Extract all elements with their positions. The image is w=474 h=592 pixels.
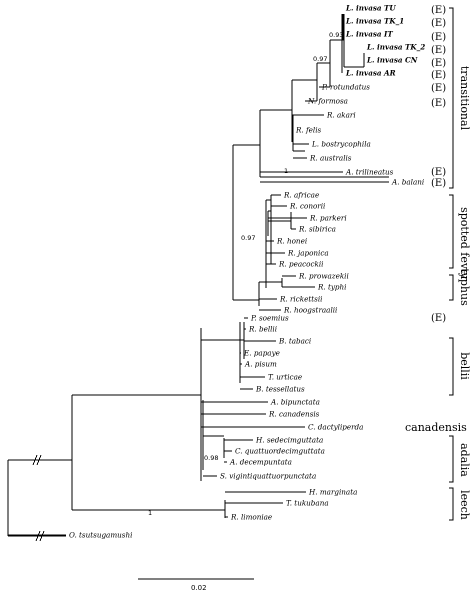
annotations: 0.930.9710.970.981(E)(E)(E)(E)(E)(E)(E)(… <box>148 5 471 592</box>
taxon-label: N. formosa <box>307 97 348 106</box>
taxon-label: A. balani <box>391 178 424 187</box>
group-label: typhus <box>458 268 471 306</box>
taxon-label: C. quattuordecimguttata <box>235 447 325 456</box>
endosymbiont-marker: (E) <box>431 178 446 189</box>
taxon-label: T. tukubana <box>286 499 329 508</box>
group-bracket <box>449 337 454 396</box>
tree-branches <box>7 14 389 580</box>
group-label: adalia <box>458 443 471 477</box>
endosymbiont-marker: (E) <box>431 70 446 81</box>
taxon-label: A. pisum <box>244 360 277 369</box>
taxon-labels: L. invasa TU L. invasa TK_1 L. invasa IT L.… <box>69 4 425 540</box>
group-bracket <box>449 7 454 189</box>
endosymbiont-marker: (E) <box>431 83 446 94</box>
scale-bar-label: 0.02 <box>191 584 207 592</box>
endosymbiont-marker: (E) <box>431 313 446 324</box>
taxon-label: R. honei <box>276 237 307 246</box>
axis-break-mark <box>35 530 41 542</box>
taxon-label: R. typhi <box>317 283 346 292</box>
group-label: bellii <box>458 352 471 380</box>
taxon-label: P. soemius <box>250 314 289 323</box>
taxon-label: L. bostrycophila <box>311 140 371 149</box>
taxon-label: L. invasa TK_2 <box>366 43 425 52</box>
axis-break-mark <box>39 530 45 542</box>
taxon-label: E. papaye <box>243 349 280 358</box>
endosymbiont-marker: (E) <box>431 45 446 56</box>
taxon-label: R. felis <box>295 126 321 135</box>
taxon-label: L. invasa CN <box>366 56 418 65</box>
taxon-label: S. vigintiquattuorpunctata <box>220 472 316 481</box>
support-value: 1 <box>284 167 288 175</box>
taxon-label: A. bipunctata <box>270 398 320 407</box>
taxon-label: R. australis <box>309 154 352 163</box>
taxon-label: L. invasa IT <box>345 30 393 39</box>
group-label: leech <box>458 490 471 520</box>
endosymbiont-marker: (E) <box>431 98 446 109</box>
taxon-label: R. sibirica <box>298 225 336 234</box>
taxon-label: R. hoogstraalii <box>283 306 337 315</box>
taxon-label: T. urticae <box>268 373 302 382</box>
taxon-label: H. sedecimguttata <box>255 436 323 445</box>
endosymbiont-marker: (E) <box>431 58 446 69</box>
taxon-label: R. canadensis <box>268 410 320 419</box>
taxon-label: C. dactyliperda <box>308 423 363 432</box>
support-value: 0.97 <box>241 234 255 242</box>
taxon-label: R. conorii <box>289 202 325 211</box>
endosymbiont-marker: (E) <box>431 5 446 16</box>
group-bracket <box>449 274 454 301</box>
taxon-label: B. tessellatus <box>255 385 305 394</box>
taxon-label: R. akari <box>326 111 356 120</box>
group-bracket <box>449 435 454 483</box>
group-label: spotted fever <box>458 207 471 282</box>
taxon-label: R. bellii <box>248 325 277 334</box>
taxon-label: H. marginata <box>308 488 357 497</box>
taxon-label: L. invasa TU <box>345 4 396 13</box>
group-bracket <box>449 487 454 521</box>
taxon-label: L. invasa AR <box>345 69 396 78</box>
support-value: 0.97 <box>313 55 327 63</box>
support-value: 0.98 <box>204 454 218 462</box>
group-bracket <box>449 194 454 269</box>
taxon-label: L. invasa TK_1 <box>345 17 404 26</box>
taxon-label: R. japonica <box>287 249 329 258</box>
axis-break-mark <box>36 454 42 466</box>
taxon-label: A. decempuntata <box>229 458 292 467</box>
endosymbiont-marker: (E) <box>431 18 446 29</box>
support-value: 1 <box>148 509 152 517</box>
endosymbiont-marker: (E) <box>431 167 446 178</box>
taxon-label: R. parkeri <box>309 214 347 223</box>
axis-break-mark <box>32 454 38 466</box>
support-value: 0.93 <box>329 31 343 39</box>
taxon-label: P. rotundatus <box>321 83 370 92</box>
taxon-label: R. rickettsii <box>279 295 322 304</box>
taxon-label: R. africae <box>283 191 319 200</box>
taxon-label: A. trilineatus <box>345 168 394 177</box>
group-label: canadensis <box>405 421 467 434</box>
group-label: transitional <box>458 66 471 131</box>
endosymbiont-marker: (E) <box>431 32 446 43</box>
taxon-label: B. tabaci <box>278 337 311 346</box>
taxon-label: R. peacockii <box>278 260 323 269</box>
taxon-label: O. tsutsugamushi <box>69 531 132 540</box>
taxon-label: R. prowazekii <box>298 272 349 281</box>
taxon-label: R. limoniae <box>230 513 272 522</box>
